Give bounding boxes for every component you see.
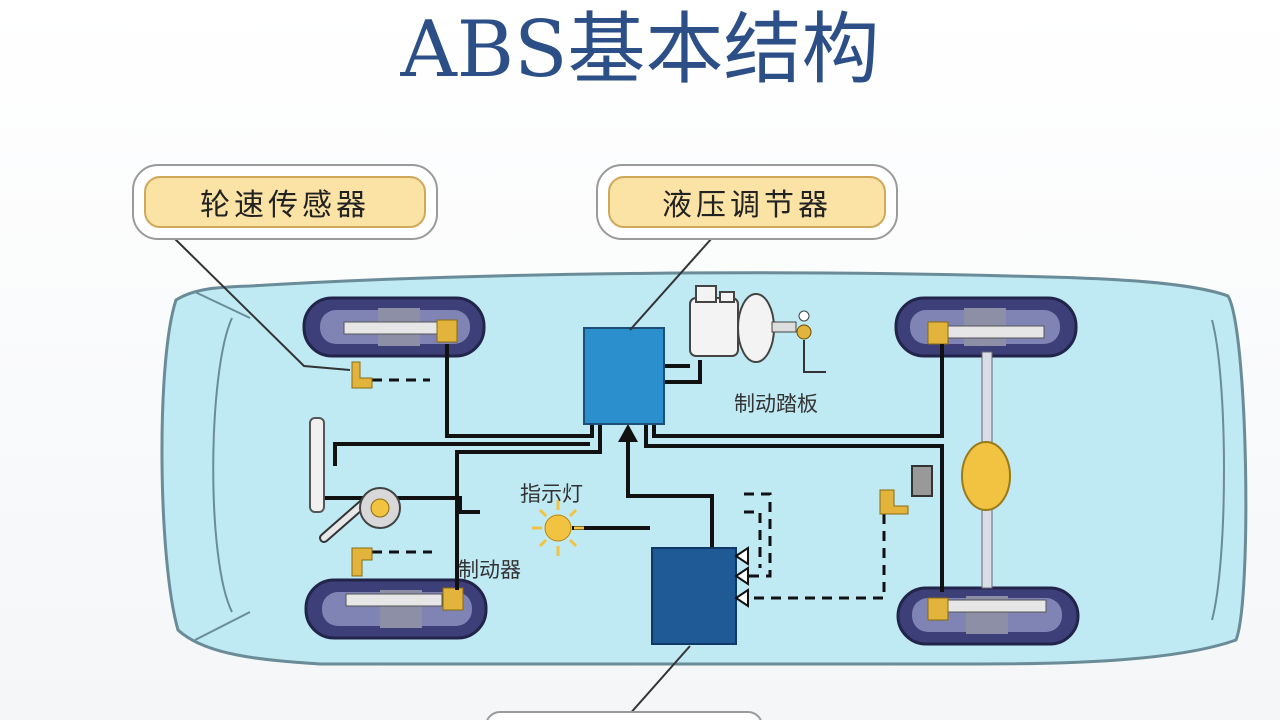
wheel-speed-sensor-fl — [436, 319, 458, 343]
front-bumper-top — [194, 291, 251, 319]
signal-arrow — [618, 424, 638, 442]
sensor-bracket-rl — [351, 547, 373, 577]
wheel-rear-right — [896, 586, 1080, 646]
master-cylinder — [689, 285, 826, 373]
abs-ecu — [651, 547, 737, 645]
label-brake: 制动器 — [458, 558, 521, 582]
rear-sensor-housing — [911, 465, 933, 497]
indicator-light-icon — [532, 500, 584, 556]
front-bumper-bottom — [194, 611, 251, 641]
wheel-rear-left — [304, 578, 488, 640]
page-title: ABS基本结构 — [400, 5, 880, 95]
callout-wheel-speed-sensor-label: 轮速传感器 — [144, 176, 426, 228]
car-body — [160, 271, 1248, 666]
label-indicator-light: 指示灯 — [520, 482, 583, 506]
differential — [961, 441, 1011, 511]
callout-hydraulic-modulator: 液压调节器 — [596, 164, 898, 240]
sensor-wires — [372, 378, 886, 600]
wheel-front-left — [302, 296, 486, 358]
leader-lines — [171, 235, 713, 717]
wheel-front-right — [894, 296, 1078, 358]
ecu-callout-partial — [486, 711, 762, 720]
wheel-speed-sensor-rr — [927, 597, 949, 621]
steering-knuckle — [319, 487, 401, 543]
sensor-bracket-fl — [351, 361, 373, 389]
front-windshield — [212, 317, 233, 613]
wheel-speed-sensor-rl — [442, 587, 464, 611]
ecu-connectors — [734, 546, 749, 608]
sensor-bracket-rr — [879, 489, 909, 515]
callout-hydraulic-modulator-label: 液压调节器 — [608, 176, 886, 228]
brake-lines — [318, 344, 944, 592]
hydraulic-modulator-unit — [583, 327, 665, 425]
rear-windshield — [1211, 319, 1225, 621]
label-brake-pedal: 制动踏板 — [734, 392, 818, 416]
steering-wheel — [309, 417, 325, 513]
wheel-speed-sensor-fr — [927, 321, 949, 345]
callout-wheel-speed-sensor: 轮速传感器 — [132, 164, 438, 240]
